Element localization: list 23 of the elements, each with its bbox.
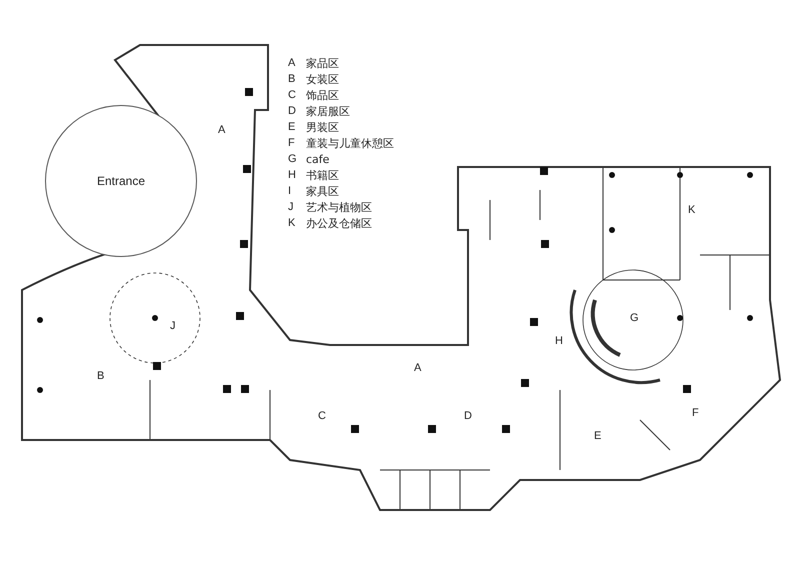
zone-name: cafe xyxy=(306,154,330,165)
zone-name: 饰品区 xyxy=(306,90,339,101)
legend-letter: J xyxy=(288,202,294,213)
zone-name: 艺术与植物区 xyxy=(306,202,372,213)
legend-letter: C xyxy=(288,90,296,101)
legend-letter: K xyxy=(288,218,296,229)
zone-name: 家居服区 xyxy=(306,106,350,117)
legend-letter: F xyxy=(288,138,295,149)
zone-name: 童装与儿童休憩区 xyxy=(306,138,394,149)
zone-name: 家具区 xyxy=(306,186,339,197)
legend-letter: D xyxy=(288,106,296,117)
entrance-label: Entrance xyxy=(96,174,146,188)
zone-name: 书籍区 xyxy=(306,170,339,181)
zone-name: 男装区 xyxy=(306,122,339,133)
legend-letter: B xyxy=(288,74,296,85)
legend-letter: H xyxy=(288,170,296,181)
zone-name: 办公及仓储区 xyxy=(306,218,372,229)
zone-name: 家品区 xyxy=(306,58,339,69)
legend-letter: E xyxy=(288,122,296,133)
legend-letter: I xyxy=(288,186,292,197)
legend-letter: A xyxy=(288,58,296,69)
legend-letter: G xyxy=(288,154,297,165)
zone-name: 女装区 xyxy=(306,74,339,85)
